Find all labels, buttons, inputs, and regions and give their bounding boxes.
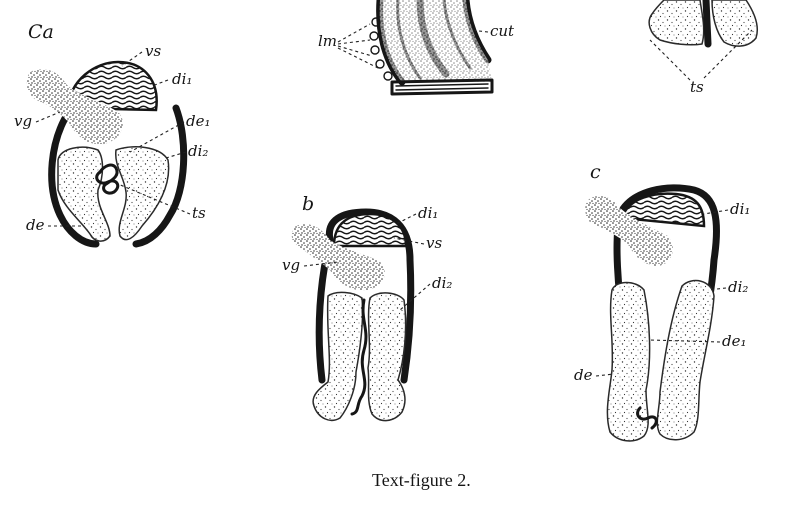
figure-c-vesicle-di1 [620, 192, 706, 228]
figure-a-panel-label: Ca [28, 21, 54, 43]
cuticle-fill [379, 0, 492, 82]
figure-a-label-de: de [26, 216, 45, 234]
figure-b-gland-left [312, 291, 364, 422]
figure-a-gland-di2 [57, 146, 111, 242]
figure-top-middle-label-cut: cut [490, 22, 515, 40]
cuticle-band-5 [462, 0, 492, 64]
figure-top-right-label-ts: ts [690, 78, 704, 96]
figure-top-middle: lm cut [318, 0, 515, 96]
cuticle-base-plate [390, 78, 494, 96]
figure-a-outer-wall [48, 104, 188, 248]
figure-c-gland-right [656, 279, 715, 441]
figure-a-label-di1: di₁ [172, 70, 192, 88]
figure-a: Ca vs di₁ vg de₁ di₂ ts de [14, 21, 211, 248]
figure-c-label-di2: di₂ [728, 278, 748, 296]
figure-a-label-ts: ts [192, 204, 206, 222]
figure-b-label-vs: vs [426, 234, 442, 252]
figure-b-ventral-ganglion [291, 223, 385, 291]
figure-b-panel-label: b [302, 193, 314, 215]
figure-a-label-vg: vg [14, 112, 32, 130]
figure-b-label-di2: di₂ [432, 274, 452, 292]
figure-top-right-gland-left [648, 0, 705, 46]
figure-c: c di₁ di₂ de₁ de [574, 161, 750, 442]
figure-c-panel-label: c [590, 161, 601, 183]
figure-top-right-gland-right [711, 0, 758, 47]
figure-top-right-wall [702, 0, 712, 48]
figure-b-gland-right [367, 292, 407, 422]
figure-a-vesicle-di1 [66, 60, 158, 112]
figure-a-label-de1: de₁ [186, 112, 211, 130]
figure-a-label-di2: di₂ [188, 142, 208, 160]
figure-c-gland-left [606, 281, 651, 442]
figure-b-central-duct [350, 298, 368, 416]
figure-c-label-di1: di₁ [730, 200, 750, 218]
figure-c-label-de: de [574, 366, 593, 384]
figure-top-middle-label-lm: lm [318, 32, 337, 50]
figure-top-right: ts [648, 0, 758, 96]
figure-c-ts-coil [636, 406, 658, 430]
figure-a-ventral-ganglion [26, 69, 123, 145]
figure-b: b di₁ vs vg di₂ [282, 193, 452, 422]
figure-a-ts-coil [95, 163, 120, 195]
figure-b-label-vg: vg [282, 256, 300, 274]
longitudinal-muscle-cells [369, 17, 393, 81]
figure-a-label-vs: vs [145, 42, 161, 60]
figure-c-label-de1: de₁ [722, 332, 747, 350]
figure-caption: Text-figure 2. [372, 470, 471, 490]
figure-b-label-di1: di₁ [418, 204, 438, 222]
figure-c-ventral-ganglion [585, 195, 673, 266]
figure-b-vesicle-di1 [332, 212, 408, 248]
